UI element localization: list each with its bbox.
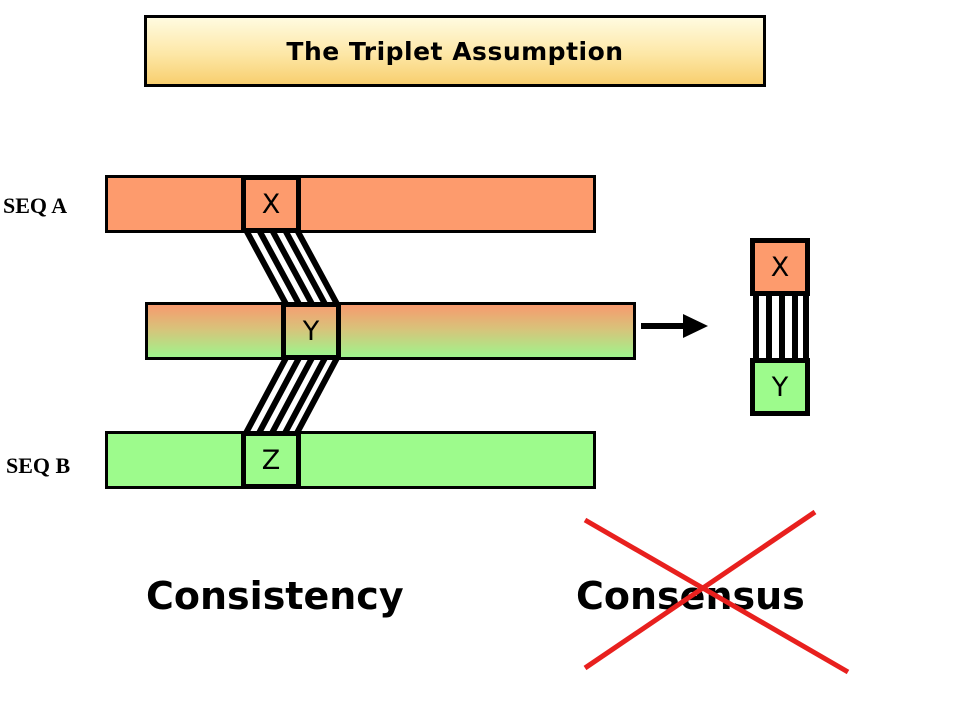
consistency-caption: Consistency [146, 574, 404, 618]
connector-y-to-z [243, 356, 340, 435]
connector-x-to-y [243, 228, 340, 306]
arrow-icon [641, 314, 708, 338]
seq-a-label: SEQ A [3, 193, 68, 218]
seq-b-label: SEQ B [6, 453, 71, 478]
title-box: The Triplet Assumption [144, 15, 766, 87]
result-residue-x: X [750, 238, 810, 296]
middle-seq-bar [145, 302, 636, 360]
seq-b-bar [105, 431, 596, 489]
residue-x-seq-a: X [241, 175, 301, 233]
residue-z-seq-b: Z [241, 431, 301, 489]
slide-title: The Triplet Assumption [286, 36, 624, 66]
residue-y-middle: Y [281, 302, 341, 360]
connector-result [753, 294, 809, 360]
seq-a-bar [105, 175, 596, 233]
result-residue-y: Y [750, 358, 810, 416]
